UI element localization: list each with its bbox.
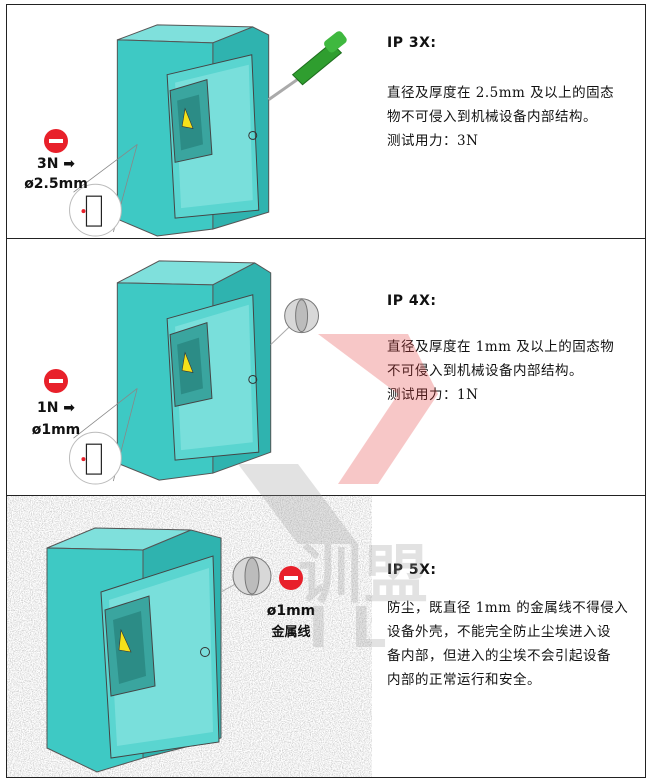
description-line: 不可侵入到机械设备内部结构。 xyxy=(387,363,583,379)
ip4x-description: IP 4X: 直径及厚度在 1mm 及以上的固态物 不可侵入到机械设备内部结构。… xyxy=(387,289,637,407)
rating-heading: IP 4X: xyxy=(387,293,437,309)
description-line: 物不可侵入到机械设备内部结构。 xyxy=(387,109,597,125)
description-line: 设备外壳，不能完全防止尘埃进入设 xyxy=(387,624,611,640)
description-line: 内部的正常运行和安全。 xyxy=(387,672,541,688)
ip-rating-table: 3N ➡ ø2.5mm IP 3X: 直径及厚度在 2.5mm 及以上的固态 物… xyxy=(6,4,646,778)
prohibited-icon xyxy=(279,566,303,590)
description-line: 防尘，既直径 1mm 的金属线不得侵入 xyxy=(387,600,629,616)
rating-heading: IP 3X: xyxy=(387,35,437,51)
row-ip3x: 3N ➡ ø2.5mm IP 3X: 直径及厚度在 2.5mm 及以上的固态 物… xyxy=(7,5,645,239)
ip5x-description: IP 5X: 防尘，既直径 1mm 的金属线不得侵入 设备外壳，不能完全防止尘埃… xyxy=(387,558,637,692)
description-line: 测试用力：1N xyxy=(387,387,479,403)
size-label: ø1mm xyxy=(266,603,316,619)
force-label: 3N ➡ xyxy=(36,156,76,172)
description-line: 测试用力：3N xyxy=(387,133,479,149)
size-label: ø2.5mm xyxy=(24,176,88,192)
size-label: ø1mm xyxy=(31,422,81,438)
wire-label: 金属线 xyxy=(271,625,311,640)
ip5x-cabinet-illustration xyxy=(46,527,272,773)
row-ip5x: ø1mm 金属线 IP 5X: 防尘，既直径 1mm 的金属线不得侵入 设备外壳… xyxy=(7,496,645,777)
row-ip4x: 1N ➡ ø1mm IP 4X: 直径及厚度在 1mm 及以上的固态物 不可侵入… xyxy=(7,239,645,496)
prohibited-icon xyxy=(44,369,68,393)
description-line: 备内部，但进入的尘埃不会引起设备 xyxy=(387,648,611,664)
rating-heading: IP 5X: xyxy=(387,562,437,578)
description-line: 直径及厚度在 1mm 及以上的固态物 xyxy=(387,339,615,355)
prohibited-icon xyxy=(44,129,68,153)
description-line: 直径及厚度在 2.5mm 及以上的固态 xyxy=(387,85,615,101)
force-label: 1N ➡ xyxy=(36,400,76,416)
ip3x-description: IP 3X: 直径及厚度在 2.5mm 及以上的固态 物不可侵入到机械设备内部结… xyxy=(387,31,637,153)
ip3x-cabinet-illustration xyxy=(69,24,347,237)
ip4x-cabinet-illustration xyxy=(69,260,320,485)
